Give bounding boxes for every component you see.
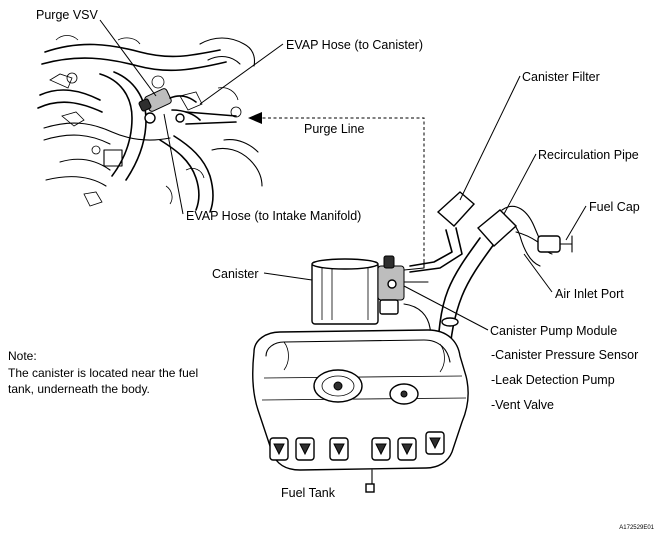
label-leak-detection-pump: -Leak Detection Pump: [491, 373, 615, 387]
fuel-cap-body: [537, 235, 561, 253]
note-line-1: The canister is located near the fuel: [8, 366, 198, 380]
label-purge-line: Purge Line: [304, 122, 365, 136]
canister-filter-body: [436, 191, 476, 227]
label-fuel-cap: Fuel Cap: [589, 200, 640, 214]
label-recirculation-pipe: Recirculation Pipe: [538, 148, 639, 162]
note-line-2: tank, underneath the body.: [8, 382, 150, 396]
figure-id: A172529E01: [619, 525, 654, 531]
label-canister-filter: Canister Filter: [522, 70, 600, 84]
label-evap-hose-to-canister: EVAP Hose (to Canister): [286, 38, 423, 52]
note-heading: Note:: [8, 349, 37, 363]
label-air-inlet-port: Air Inlet Port: [555, 287, 624, 301]
purge-line-route: [248, 112, 425, 262]
label-evap-hose-to-intake-manifold: EVAP Hose (to Intake Manifold): [186, 209, 361, 223]
engine-compartment-illustration: [37, 35, 263, 213]
leader-lines: [99, 19, 587, 331]
canister-assembly: [311, 255, 429, 325]
label-canister-pump-module: Canister Pump Module: [490, 324, 617, 338]
label-canister: Canister: [212, 267, 259, 281]
tank-lugs: [269, 431, 445, 461]
label-purge-vsv: Purge VSV: [36, 8, 99, 22]
fuel-tank-illustration: [252, 329, 469, 493]
label-vent-valve: -Vent Valve: [491, 398, 554, 412]
label-fuel-tank: Fuel Tank: [281, 486, 336, 500]
label-canister-pressure-sensor: -Canister Pressure Sensor: [491, 348, 638, 362]
